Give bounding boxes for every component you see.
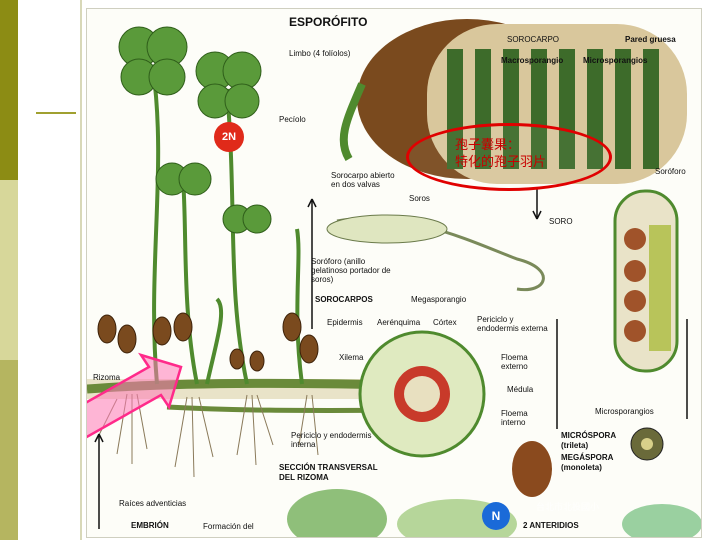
microspore-core bbox=[641, 438, 653, 450]
label-micro: Microsporangios bbox=[583, 56, 647, 65]
megaspore bbox=[512, 441, 552, 497]
label-seccion: SECCIÓN TRANSVERSAL DEL RIZOMA bbox=[279, 463, 389, 483]
callout-line-1: 孢子囊果： bbox=[455, 137, 546, 154]
diagram-title: ESPORÓFITO bbox=[289, 15, 367, 29]
sporocarps bbox=[98, 313, 318, 371]
label-floema-int: Floema interno bbox=[501, 409, 541, 427]
marsilea-illustration: ESPORÓFITO SOROCARPO Pared gruesa Macros… bbox=[86, 8, 702, 538]
leaflets bbox=[119, 27, 271, 233]
sorophore-body bbox=[327, 215, 447, 243]
label-macro: Macrosporangio bbox=[501, 56, 563, 65]
label-aerenquima: Aerénquima bbox=[377, 318, 420, 327]
label-microsporangios: Microsporangios bbox=[595, 407, 654, 416]
label-megaspora: MEGÁSPORA (monoleta) bbox=[561, 453, 641, 473]
label-pared: Pared gruesa bbox=[625, 35, 676, 44]
highlight-arrow bbox=[87, 355, 181, 447]
slide-sidebar-dark-block bbox=[0, 0, 18, 180]
label-sorocarpos: SOROCARPOS bbox=[315, 295, 373, 304]
label-megasporangio: Megasporangio bbox=[411, 295, 466, 304]
ploidy-n-badge: N bbox=[482, 502, 510, 530]
label-periciclo-int: Periciclo y endodermis interna bbox=[291, 431, 381, 449]
label-soro: SORO bbox=[549, 217, 573, 226]
sporocarp-stalk bbox=[344, 84, 362, 159]
label-cortex: Córtex bbox=[433, 318, 457, 327]
label-epidermis: Epidermis bbox=[327, 318, 363, 327]
label-periciclo-endo: Periciclo y endodermis externa bbox=[477, 315, 549, 333]
ploidy-2n-badge: 2N bbox=[214, 122, 244, 152]
antheridia-shape bbox=[622, 504, 701, 537]
slide-accent-line bbox=[36, 112, 76, 114]
label-raices: Raíces adventicias bbox=[119, 499, 186, 508]
label-soroforo: Soróforo (anillo gelatinoso portador de … bbox=[311, 257, 401, 284]
label-microspora: MICRÓSPORA (trileta) bbox=[561, 431, 641, 451]
slide-sidebar-mid-block bbox=[0, 360, 18, 540]
label-xilema: Xilema bbox=[339, 353, 363, 362]
label-embrion: EMBRIÓN bbox=[131, 521, 169, 531]
watermark: 台北市北投國小 bbox=[536, 500, 599, 513]
label-formacion: Formación del bbox=[203, 522, 254, 531]
rhizome-medulla bbox=[404, 376, 440, 412]
microsporangia-cluster bbox=[649, 225, 671, 351]
label-limbo: Limbo (4 folíolos) bbox=[289, 49, 350, 58]
slide-divider bbox=[80, 0, 82, 540]
label-floema-ext: Floema externo bbox=[501, 353, 541, 371]
label-medula: Médula bbox=[507, 385, 533, 394]
label-soros: Soros bbox=[409, 194, 430, 203]
callout-line-2: 特化的孢子羽片 bbox=[455, 154, 546, 171]
label-soroforo-top: Soróforo bbox=[655, 167, 686, 176]
callout-text: 孢子囊果： 特化的孢子羽片 bbox=[455, 137, 546, 171]
embryo-shape bbox=[287, 489, 387, 537]
label-sorocarpo-abierto: Sorocarpo abierto en dos valvas bbox=[331, 171, 401, 189]
label-peciolo: Pecíolo bbox=[279, 115, 306, 124]
label-rizoma: Rizoma bbox=[93, 373, 120, 382]
label-anteridios: 2 ANTERIDIOS bbox=[523, 521, 579, 531]
label-sorocarpo-top: SOROCARPO bbox=[507, 35, 559, 44]
